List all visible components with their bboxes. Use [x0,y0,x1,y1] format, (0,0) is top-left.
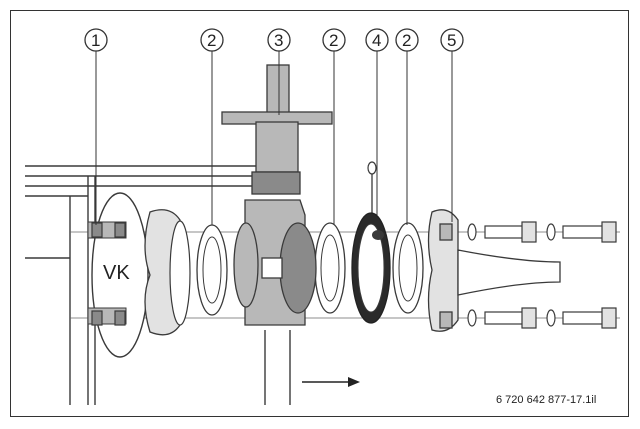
callout-leaders [95,51,453,225]
callout-4: 4 [365,28,389,52]
gasket-1 [196,224,228,316]
strainer-ring [351,161,391,324]
callout-2a-number: 2 [207,31,216,50]
gasket-2 [314,222,346,314]
callout-5: 5 [440,28,464,52]
callout-2c: 2 [395,28,419,52]
callout-3-number: 3 [274,31,283,50]
callout-4-number: 4 [372,31,381,50]
callout-3: 3 [267,28,291,52]
gasket-3 [392,222,424,314]
callout-2b-number: 2 [329,31,338,50]
vk-flange: VK [87,192,149,358]
callout-1: 1 [84,28,108,52]
gas-valve [221,64,333,326]
callout-5-number: 5 [447,31,456,50]
bolts-lower [91,307,617,329]
callout-1-number: 1 [91,31,100,50]
callout-2b: 2 [322,28,346,52]
flow-arrow [302,377,360,387]
callout-2a: 2 [200,28,224,52]
document-id: 6 720 642 877-17.1il [496,394,597,406]
callout-2c-number: 2 [402,31,411,50]
vk-label: VK [103,262,130,284]
flange-fitting [144,209,191,336]
counter-flange [427,209,561,332]
bolts-upper [91,221,617,243]
